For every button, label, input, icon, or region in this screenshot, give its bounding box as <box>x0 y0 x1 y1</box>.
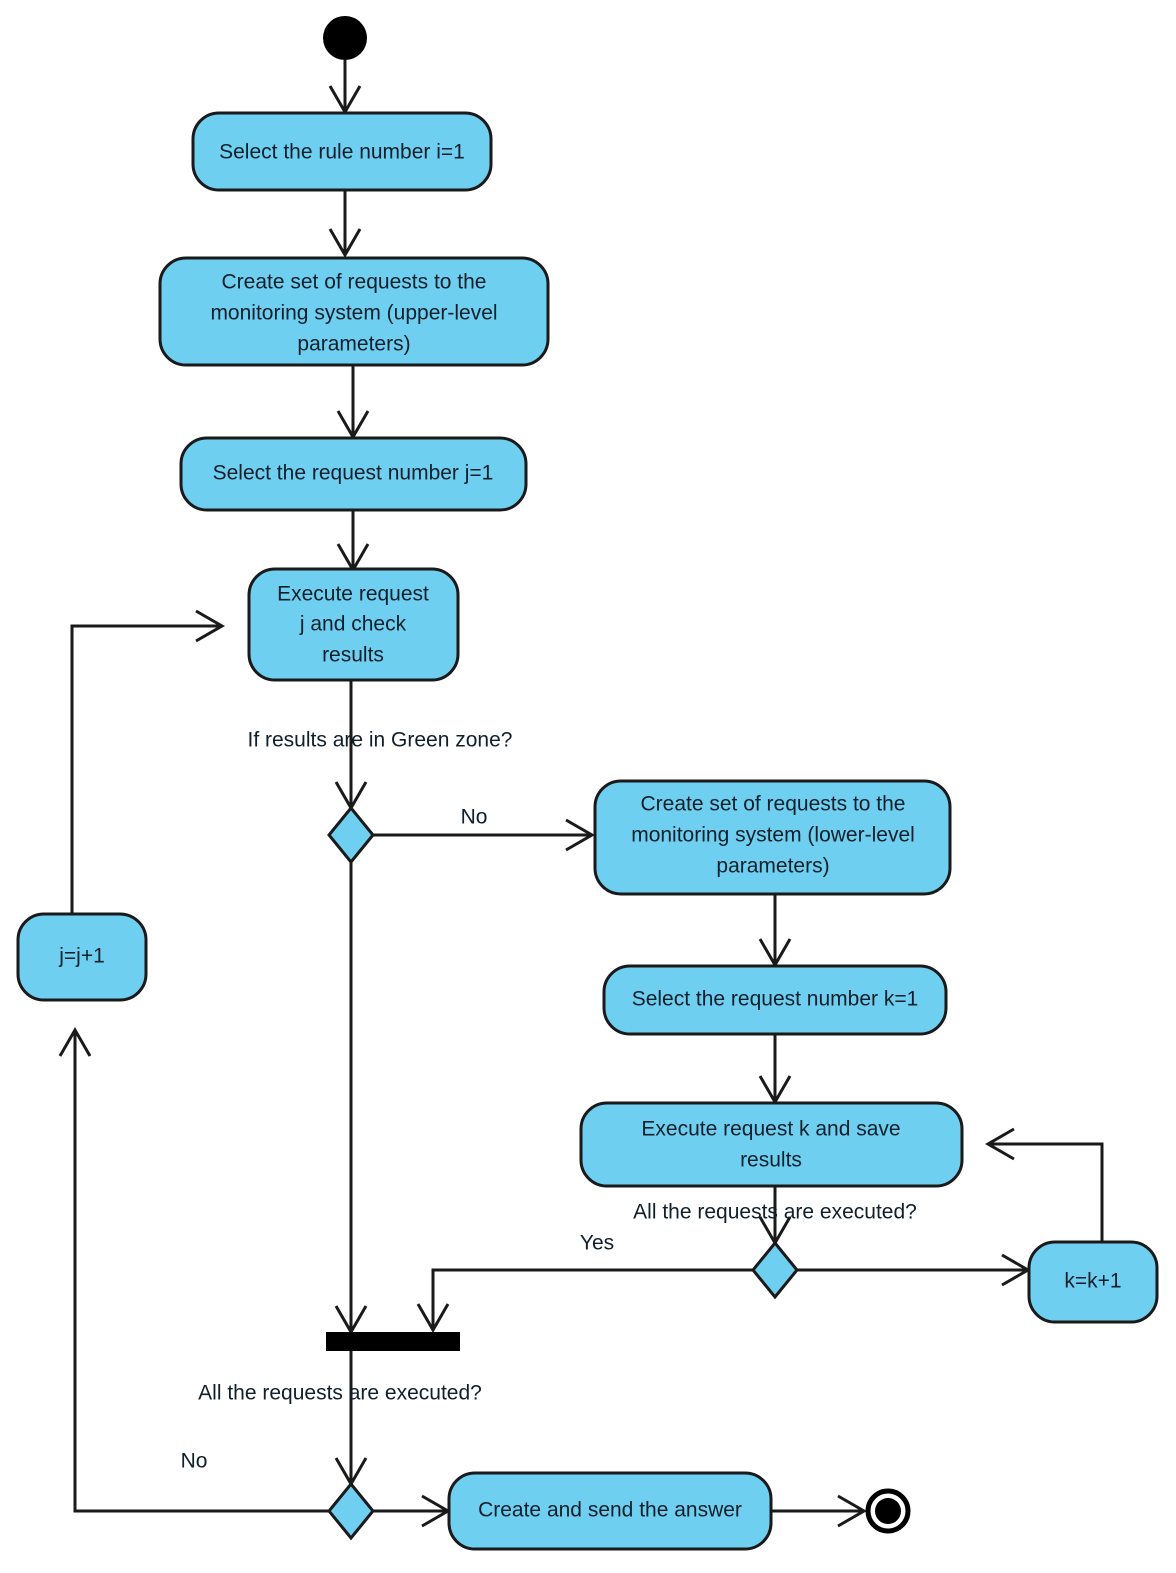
merge-join-bar <box>326 1332 460 1351</box>
activity-create-lower-level-requests[interactable]: Create set of requests to the monitoring… <box>593 779 952 896</box>
activity-select-rule-number[interactable]: Select the rule number i=1 <box>191 111 493 192</box>
activity-create-lower-level-requests-line1: Create set of requests to the <box>641 793 906 816</box>
activity-execute-request-j-line1: Execute request <box>277 583 429 606</box>
edge-decision-j-to-create-answer <box>373 1494 452 1528</box>
edge-decision-k-to-increment-k <box>797 1253 1032 1287</box>
edge-create-lower-to-select-k <box>758 895 792 969</box>
edge-label-yes-k: Yes <box>580 1232 614 1255</box>
edge-select-k-to-execute-k <box>758 1033 792 1106</box>
edge-decision-green-to-merge <box>334 862 368 1336</box>
edge-start-to-select-rule <box>328 60 362 116</box>
edge-label-no-green-zone: No <box>461 806 488 829</box>
activity-execute-request-k[interactable]: Execute request k and save results <box>579 1101 964 1188</box>
activity-execute-request-j-line3: results <box>322 644 384 667</box>
activity-create-upper-level-requests[interactable]: Create set of requests to the monitoring… <box>158 256 550 367</box>
activity-select-rule-number-label: Select the rule number i=1 <box>219 141 465 164</box>
edge-create-answer-to-end <box>771 1494 868 1528</box>
activity-create-and-send-answer[interactable]: Create and send the answer <box>447 1471 773 1551</box>
activity-execute-request-k-line1: Execute request k and save <box>641 1118 900 1141</box>
activity-create-lower-level-requests-line3: parameters) <box>716 855 829 878</box>
decision-all-requests-k[interactable] <box>751 1240 799 1300</box>
guard-green-zone-label: If results are in Green zone? <box>248 729 513 752</box>
guard-all-requests-k-label: All the requests are executed? <box>633 1201 917 1224</box>
edge-increment-k-loopback <box>984 1127 1104 1243</box>
activity-select-request-number-j[interactable]: Select the request number j=1 <box>179 436 528 512</box>
edge-decision-green-no-to-create-lower <box>372 818 596 852</box>
edge-decision-j-no-to-increment-j <box>58 1026 329 1513</box>
activity-execute-request-k-line2: results <box>740 1149 802 1172</box>
edge-select-j-to-execute-j <box>336 510 370 574</box>
activity-select-request-number-k[interactable]: Select the request number k=1 <box>602 964 948 1036</box>
activity-create-and-send-answer-label: Create and send the answer <box>478 1499 742 1522</box>
edge-increment-j-loopback <box>70 609 226 915</box>
activity-create-lower-level-requests-line2: monitoring system (lower-level <box>631 824 915 847</box>
activity-increment-j-label: j=j+1 <box>58 945 105 968</box>
activity-increment-k-label: k=k+1 <box>1064 1270 1121 1293</box>
activity-select-request-number-j-label: Select the request number j=1 <box>213 462 494 485</box>
activity-create-upper-level-requests-line2: monitoring system (upper-level <box>210 302 497 325</box>
activity-increment-j[interactable]: j=j+1 <box>16 912 148 1002</box>
activity-create-upper-level-requests-line3: parameters) <box>297 333 410 356</box>
edge-label-no-j: No <box>181 1450 208 1473</box>
edge-create-upper-to-select-j <box>336 365 370 441</box>
activity-execute-request-j[interactable]: Execute request j and check results <box>247 567 460 682</box>
start-node <box>323 16 367 60</box>
activity-create-upper-level-requests-line1: Create set of requests to the <box>222 271 487 294</box>
edge-select-rule-to-create-upper <box>328 190 362 259</box>
activity-select-request-number-k-label: Select the request number k=1 <box>632 988 919 1011</box>
activity-execute-request-j-line2: j and check <box>299 613 407 636</box>
activity-increment-k[interactable]: k=k+1 <box>1027 1240 1159 1324</box>
end-node <box>865 1488 911 1534</box>
decision-green-zone[interactable] <box>327 805 375 865</box>
decision-all-requests-j[interactable] <box>327 1481 375 1541</box>
edge-decision-k-yes-to-merge <box>416 1268 753 1334</box>
guard-all-requests-j-label: All the requests are executed? <box>198 1382 482 1405</box>
edge-merge-to-decision-j <box>334 1350 368 1488</box>
